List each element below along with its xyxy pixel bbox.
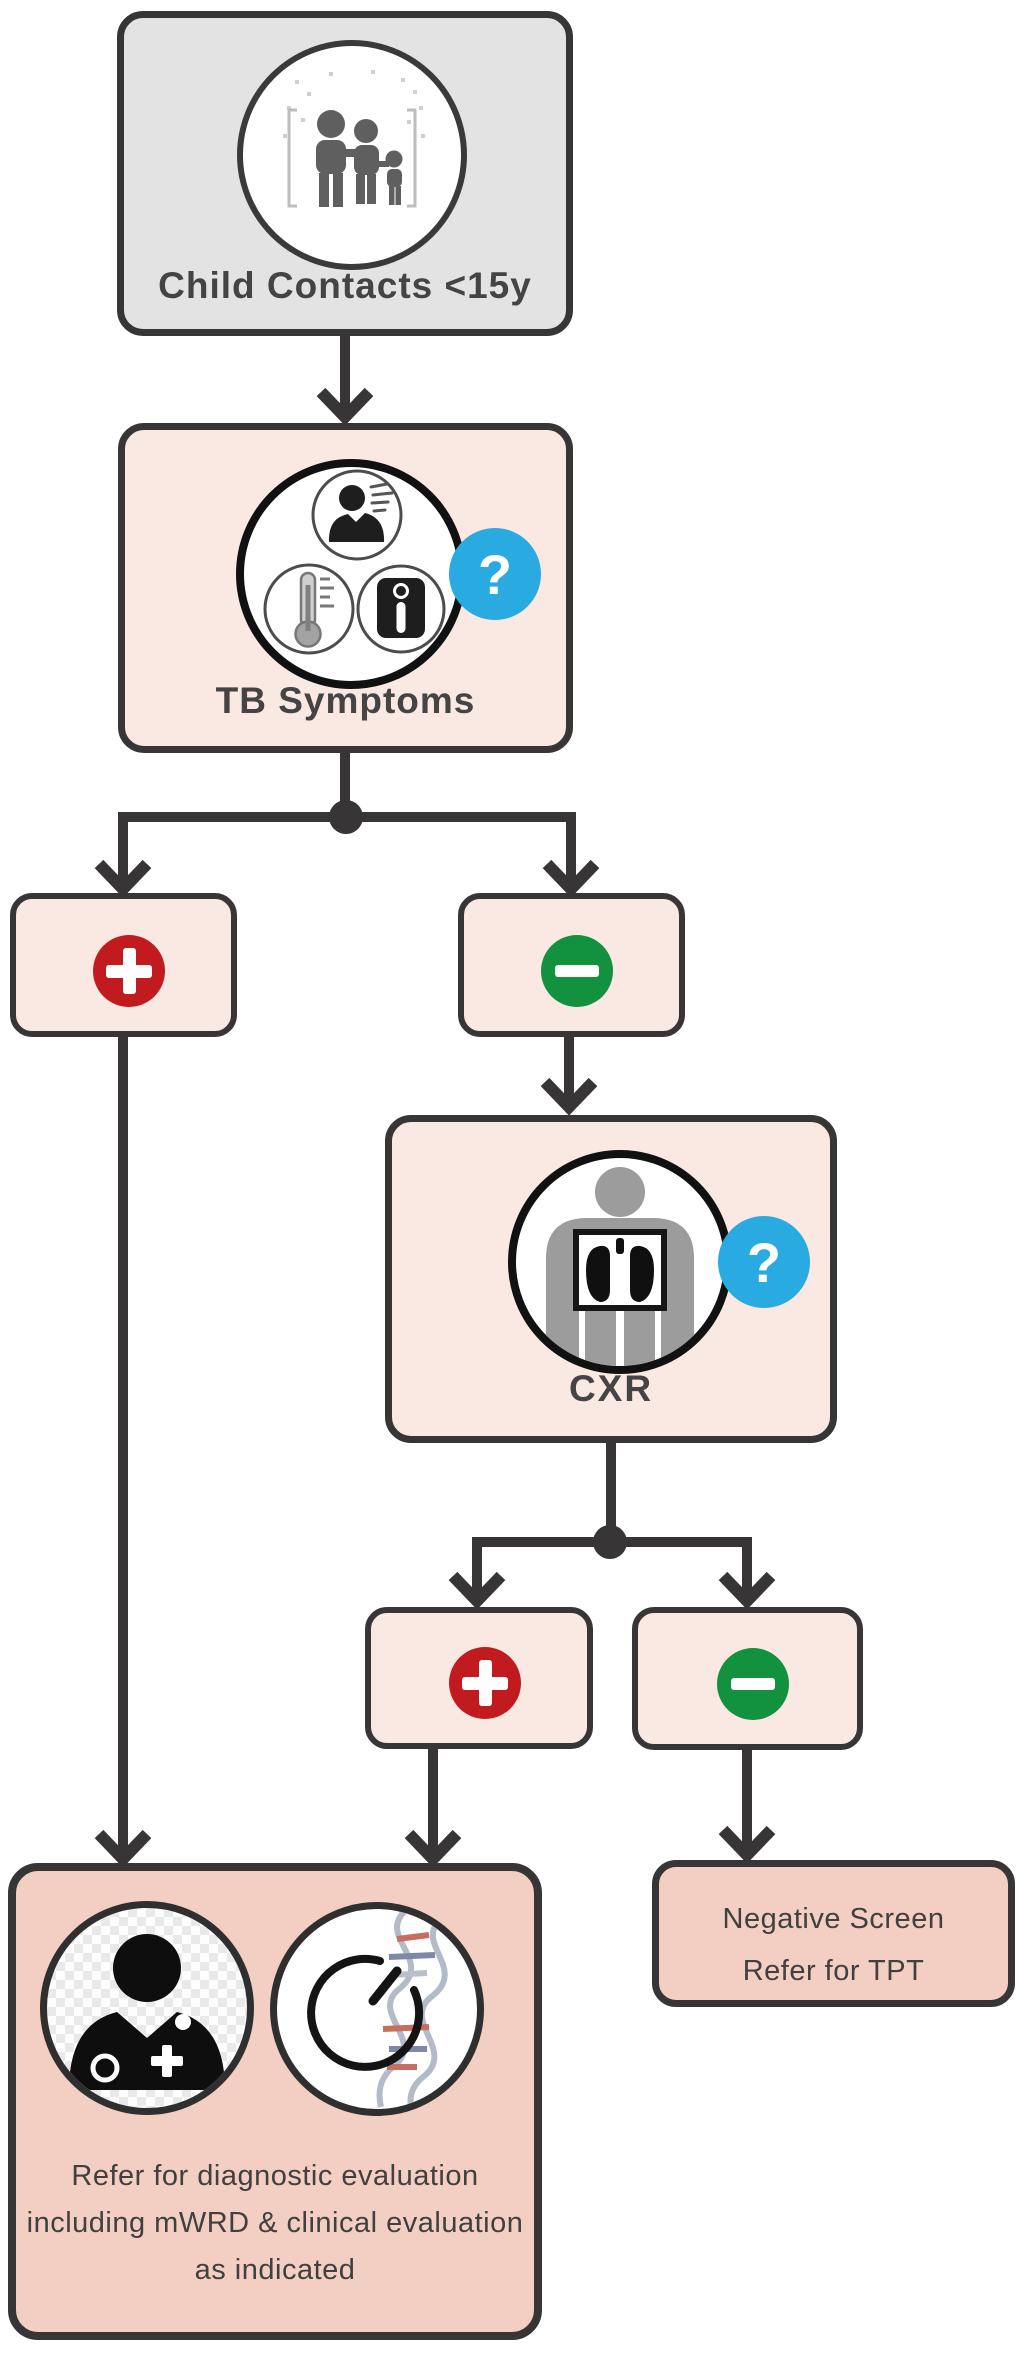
chest-xray-icon — [508, 1150, 732, 1374]
negative-screen-line-2: Refer for TPT — [742, 1955, 925, 1987]
edge-child-to-symptoms — [316, 332, 374, 426]
plus-icon — [93, 935, 165, 1007]
refer-line-3: as indicated — [194, 2254, 356, 2286]
weight-scale-icon — [377, 578, 425, 638]
edge-symptom-positive-to-refer — [94, 1034, 152, 1868]
node-symptoms-positive — [10, 893, 237, 1037]
tb-symptoms-icon — [236, 459, 466, 689]
refer-diagnostic-text: Refer for diagnostic evaluation includin… — [16, 2153, 534, 2294]
junction-dot — [593, 1525, 627, 1559]
node-cxr: ? CXR — [385, 1115, 837, 1443]
minus-icon — [541, 935, 613, 1007]
edge-cxr-positive-to-refer — [404, 1746, 462, 1868]
node-negative-screen: Negative Screen Refer for TPT — [652, 1860, 1015, 2007]
node-symptoms-negative — [458, 893, 685, 1037]
molecular-test-icon — [270, 1902, 484, 2116]
help-badge: ? — [718, 1216, 810, 1308]
edge-symptom-negative-to-cxr — [540, 1034, 598, 1116]
edge-cxr-negative-to-negative-screen — [718, 1748, 776, 1864]
node-tb-symptoms: ? TB Symptoms — [118, 423, 573, 753]
question-mark-icon: ? — [746, 1230, 782, 1294]
negative-screen-line-1: Negative Screen — [722, 1903, 945, 1935]
cough-person-icon — [328, 482, 394, 542]
question-mark-icon: ? — [477, 542, 513, 606]
node-child-contacts: Child Contacts <15y — [117, 11, 573, 336]
edge-cxr-branch — [448, 1440, 776, 1610]
node-cxr-negative — [632, 1607, 863, 1750]
negative-screen-text: Negative Screen Refer for TPT — [659, 1893, 1008, 1997]
plus-icon — [449, 1647, 521, 1719]
minus-icon — [717, 1648, 789, 1720]
node-cxr-positive — [365, 1607, 593, 1749]
refer-line-1: Refer for diagnostic evaluation — [71, 2160, 479, 2192]
cxr-label: CXR — [568, 1368, 654, 1409]
node-refer-diagnostic: Refer for diagnostic evaluation includin… — [8, 1863, 542, 2340]
thermometer-icon — [294, 571, 334, 648]
junction-dot — [329, 800, 363, 834]
refer-line-2: including mWRD & clinical evaluation — [26, 2207, 524, 2239]
child-contacts-label: Child Contacts <15y — [158, 265, 532, 306]
help-badge: ? — [449, 528, 541, 620]
doctor-icon — [40, 1901, 254, 2115]
tb-symptoms-label: TB Symptoms — [215, 680, 476, 721]
family-icon — [237, 40, 467, 270]
